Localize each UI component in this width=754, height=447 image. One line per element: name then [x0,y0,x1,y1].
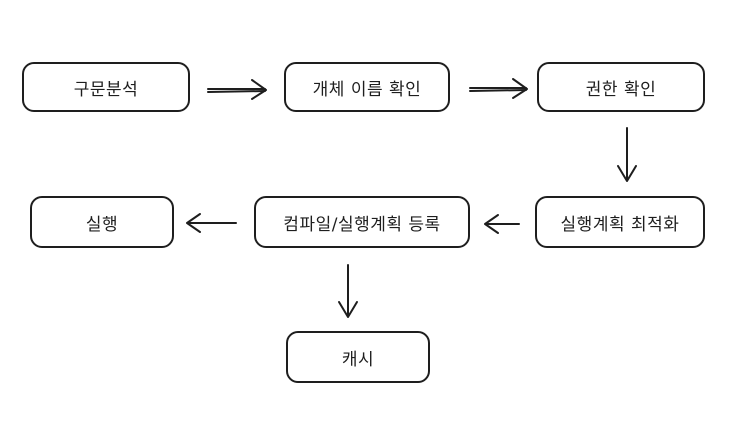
node-execute: 실행 [30,196,174,248]
node-object-name-check-label: 개체 이름 확인 [312,79,422,100]
node-plan-optimize-label: 실행계획 최적화 [560,214,680,235]
node-cache: 캐시 [286,331,430,383]
node-compile-register: 컴파일/실행계획 등록 [254,196,470,248]
node-cache-label: 캐시 [341,349,375,370]
arrow-compile-register-to-cache [338,264,358,318]
arrow-plan-optimize-to-compile-register [484,214,520,234]
node-plan-optimize: 실행계획 최적화 [535,196,705,248]
node-parse-label: 구문분석 [73,79,139,100]
arrow-permission-check-to-plan-optimize [617,127,637,182]
arrow-compile-register-to-execute [186,213,237,233]
arrow-parse-to-object-name-check [207,79,267,100]
arrow-object-name-check-to-permission-check [469,78,528,99]
node-permission-check-label: 권한 확인 [585,79,657,100]
node-execute-label: 실행 [85,214,119,235]
node-object-name-check: 개체 이름 확인 [284,62,450,112]
node-parse: 구문분석 [22,62,190,112]
node-compile-register-label: 컴파일/실행계획 등록 [283,214,441,235]
node-permission-check: 권한 확인 [537,62,705,112]
